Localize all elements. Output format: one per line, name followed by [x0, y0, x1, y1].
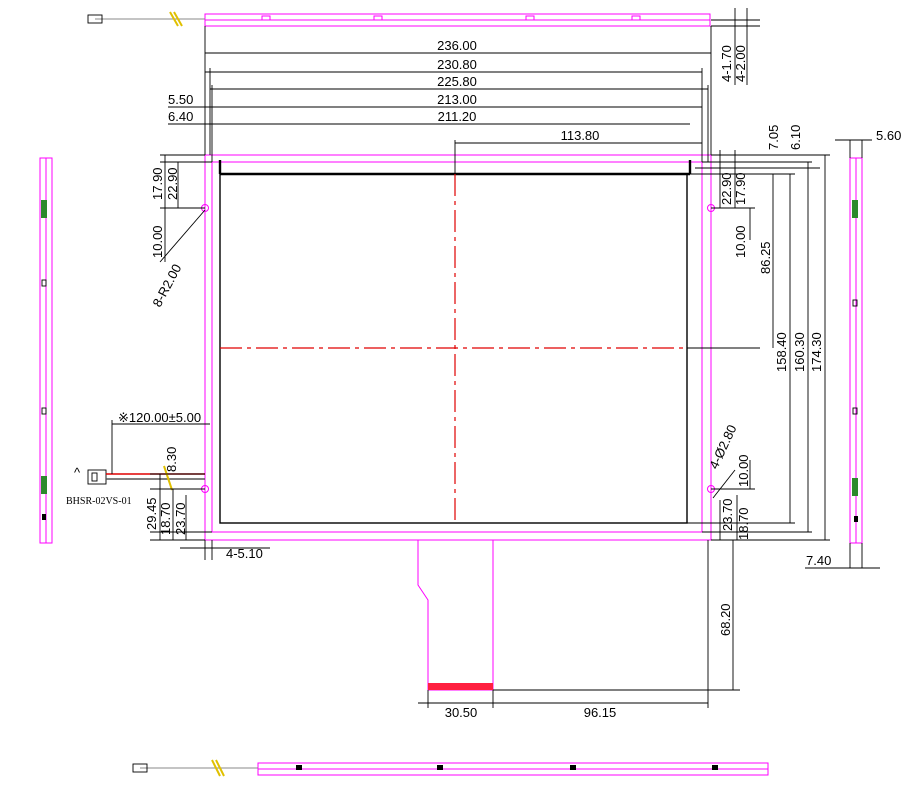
dim-6-4: 6.40: [168, 109, 193, 124]
dim-10-left: 10.00: [150, 225, 165, 258]
dim-113-8: 113.80: [561, 128, 600, 143]
dim-17-9-left: 17.90: [150, 167, 165, 200]
dim-18-7-left: 18.70: [158, 502, 173, 535]
dim-17-9-right: 17.90: [733, 172, 748, 205]
dim-18-7-right: 18.70: [736, 507, 751, 540]
dim-211-2: 211.20: [438, 109, 477, 124]
caret-mark: ^: [74, 465, 81, 480]
dim-160-3: 160.30: [792, 332, 807, 372]
right-dimension-lines: [687, 150, 830, 541]
fpc-tail: [417, 540, 740, 708]
dim-174-3: 174.30: [809, 332, 824, 372]
dim-225-8: 225.80: [437, 74, 477, 89]
dim-68-2: 68.20: [718, 603, 733, 636]
connector-part-label: BHSR-02VS-01: [66, 496, 132, 507]
dim-10-right-top: 10.00: [733, 225, 748, 258]
inner-frame: [211, 161, 703, 533]
dim-23-7-right: 23.70: [720, 498, 735, 531]
top-side-view: [87, 11, 711, 27]
dim-5-6: 5.60: [876, 128, 901, 143]
dim-22-9-right: 22.90: [719, 172, 734, 205]
dim-4-2: 4-2.00: [733, 45, 748, 82]
bottom-side-view: [132, 759, 769, 777]
dim-4-5-1: 4-5.10: [226, 546, 263, 561]
left-side-view: [39, 157, 53, 544]
dimension-labels: 236.00 230.80 225.80 213.00 211.20 113.8…: [66, 38, 901, 720]
dim-5-5: 5.50: [168, 92, 193, 107]
outer-frame: [204, 154, 712, 541]
dim-30-5: 30.50: [445, 705, 478, 720]
dim-6-1: 6.10: [788, 125, 803, 150]
dim-cable: ※120.00±5.00: [118, 410, 201, 425]
dim-22-9-left: 22.90: [165, 167, 180, 200]
dim-4-1-7: 4-1.70: [719, 45, 734, 82]
right-side-view: [805, 139, 880, 569]
left-dimension-lines: [150, 154, 270, 560]
dim-10-right-bottom: 10.00: [736, 454, 751, 487]
dim-radius: 8-R2.00: [149, 262, 184, 310]
dim-8-3: 8.30: [164, 447, 179, 472]
dim-213: 213.00: [437, 92, 477, 107]
dim-236: 236.00: [437, 38, 477, 53]
dim-29-45: 29.45: [144, 497, 159, 530]
dim-7-05: 7.05: [766, 125, 781, 150]
dim-23-7-left: 23.70: [173, 502, 188, 535]
front-view: [201, 154, 820, 541]
top-dimension-lines: [168, 8, 760, 174]
dim-96-15: 96.15: [584, 705, 617, 720]
dim-7-4: 7.40: [806, 553, 831, 568]
dim-158-4: 158.40: [774, 332, 789, 372]
dim-86-25: 86.25: [758, 241, 773, 274]
cable-connector: [87, 420, 210, 491]
fpc-contacts: [428, 683, 493, 690]
dim-230-8: 230.80: [437, 57, 477, 72]
